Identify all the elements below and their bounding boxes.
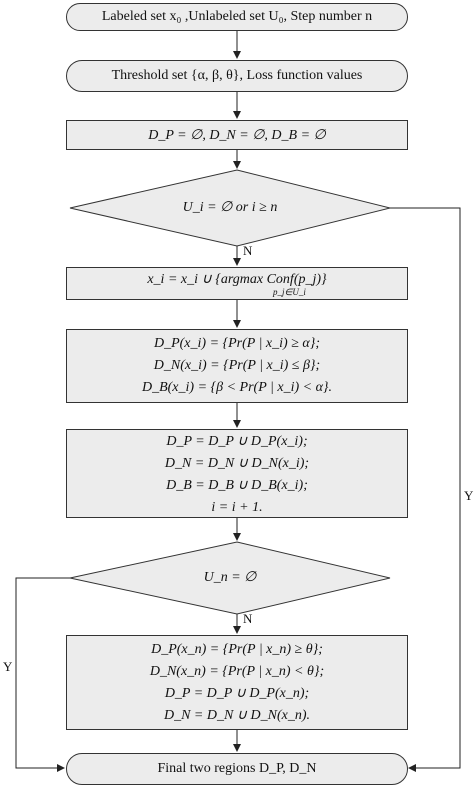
classify-line-1: D_P(x_i) = {Pr(P | x_i) ≥ α};	[153, 336, 320, 351]
classify-node: D_P(x_i) = {Pr(P | x_i) ≥ α}; D_N(x_i) =…	[66, 329, 408, 403]
select-node-text: x_i = x_i ∪ {argmax Conf(p_j)}	[147, 272, 327, 287]
init-node: D_P = ∅, D_N = ∅, D_B = ∅	[66, 120, 408, 150]
decision1-text: U_i = ∅ or i ≥ n	[182, 200, 278, 215]
final-classify-lines: D_P(x_n) = {Pr(P | x_n) ≥ θ}; D_N(x_n) =…	[67, 639, 407, 727]
update-lines: D_P = D_P ∪ D_P(x_i); D_N = D_N ∪ D_N(x_…	[67, 431, 407, 519]
end-node-text: Final two regions D_P, D_N	[157, 761, 317, 776]
decision1-no-label: N	[243, 243, 253, 258]
decision2-no-label: N	[243, 611, 253, 626]
arrow-decision1-yes	[390, 207, 461, 772]
start-node-text: Labeled set x₀ ,Unlabeled set U₀, Step n…	[101, 9, 373, 24]
update-line-1: D_P = D_P ∪ D_P(x_i);	[166, 434, 308, 449]
update-line-3: D_B = D_B ∪ D_B(x_i);	[166, 478, 308, 493]
update-node: D_P = D_P ∪ D_P(x_i); D_N = D_N ∪ D_N(x_…	[66, 429, 408, 518]
end-node: Final two regions D_P, D_N	[66, 753, 408, 785]
select-node: x_i = x_i ∪ {argmax Conf(p_j)} p_j∈U_i	[66, 267, 408, 300]
final-classify-line-3: D_P = D_P ∪ D_P(x_n);	[164, 686, 310, 701]
final-classify-line-2: D_N(x_n) = {Pr(P | x_n) < θ};	[149, 664, 325, 679]
start-node: Labeled set x₀ ,Unlabeled set U₀, Step n…	[66, 3, 408, 31]
select-node-subscript: p_j∈U_i	[273, 287, 306, 297]
update-line-2: D_N = D_N ∪ D_N(x_i);	[164, 456, 310, 471]
classify-line-2: D_N(x_i) = {Pr(P | x_i) ≤ β};	[153, 358, 321, 373]
decision2-text: U_n = ∅	[203, 570, 257, 585]
decision2-yes-label: Y	[3, 659, 13, 674]
decision1-yes-label: Y	[464, 488, 474, 503]
threshold-node: Threshold set {α, β, θ}, Loss function v…	[66, 60, 408, 92]
arrow-decision2-yes	[15, 577, 70, 772]
classify-lines: D_P(x_i) = {Pr(P | x_i) ≥ α}; D_N(x_i) =…	[67, 333, 407, 399]
update-line-4: i = i + 1.	[211, 500, 263, 515]
threshold-node-text: Threshold set {α, β, θ}, Loss function v…	[111, 68, 363, 83]
final-classify-line-1: D_P(x_n) = {Pr(P | x_n) ≥ θ};	[151, 642, 323, 657]
init-node-text: D_P = ∅, D_N = ∅, D_B = ∅	[148, 128, 326, 143]
final-classify-line-4: D_N = D_N ∪ D_N(x_n).	[163, 708, 311, 723]
final-classify-node: D_P(x_n) = {Pr(P | x_n) ≥ θ}; D_N(x_n) =…	[66, 635, 408, 730]
classify-line-3: D_B(x_i) = {β < Pr(P | x_i) < α}.	[141, 380, 333, 395]
